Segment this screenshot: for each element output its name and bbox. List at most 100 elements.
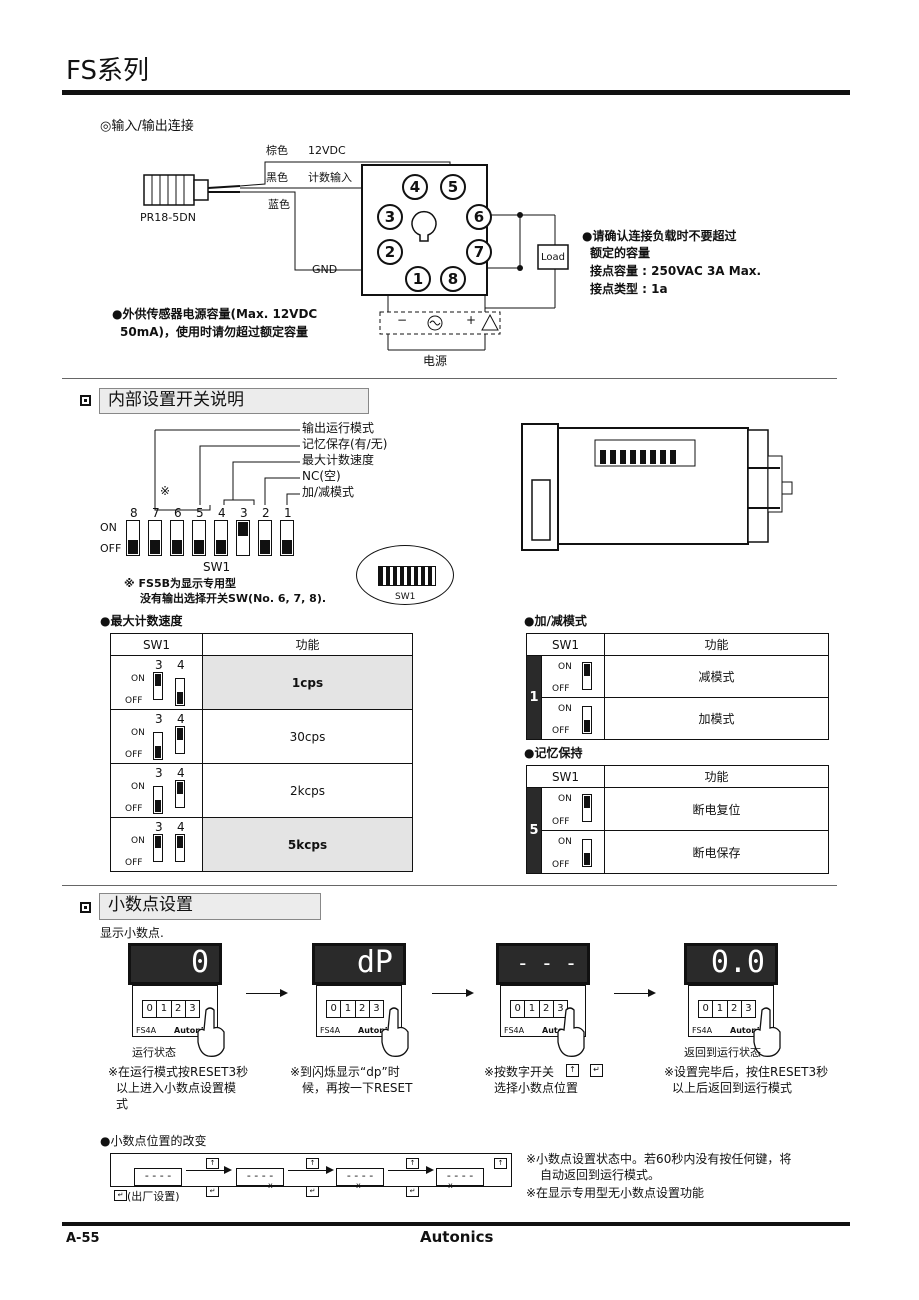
key-0[interactable]: 0 xyxy=(511,1001,526,1017)
enter-key-icon: ↵ xyxy=(406,1186,419,1197)
updown-table-title: ●加/减模式 xyxy=(524,614,587,628)
dp-note2: ※在显示专用型无小数点设置功能 xyxy=(526,1186,705,1200)
memory-col-sw: SW1 xyxy=(526,765,605,788)
dip-switch-5[interactable] xyxy=(192,520,206,556)
sw1-mini-oval xyxy=(356,545,454,605)
note-sensor-1: ●外供传感器电源容量(Max. 12VDC xyxy=(112,307,318,321)
key-0[interactable]: 0 xyxy=(143,1001,158,1017)
on-label: ON xyxy=(558,704,572,714)
speed-row3-sw: 3 4 ON OFF xyxy=(110,763,203,818)
key-3[interactable]: 3 xyxy=(373,1003,380,1014)
switch-section-title: 内部设置开关说明 xyxy=(99,388,369,414)
speed-switch-4 xyxy=(175,726,185,754)
off-label: OFF xyxy=(552,726,570,736)
speed-row1-func: 1cps xyxy=(202,655,413,710)
step1-line2: 以上进入小数点设置模 xyxy=(116,1081,237,1095)
speed-row2-func: 30cps xyxy=(202,709,413,764)
key-3[interactable]: 3 xyxy=(189,1003,196,1014)
dp-note1-line2: 自动返回到运行模式。 xyxy=(540,1168,661,1182)
on-label: ON xyxy=(558,794,572,804)
dip-switch-7[interactable] xyxy=(148,520,162,556)
updown-switch-up xyxy=(582,706,592,734)
dp-arrow xyxy=(388,1166,434,1174)
key-3[interactable]: 3 xyxy=(557,1003,564,1014)
updown-col-func: 功能 xyxy=(604,633,829,656)
wire-blue-label: 蓝色 xyxy=(268,198,290,211)
dip-switch-2[interactable] xyxy=(258,520,272,556)
up-key-icon: ↑ xyxy=(406,1158,419,1169)
switch-label-updown: 加/减模式 xyxy=(302,485,355,499)
step-arrow-2 xyxy=(432,989,474,997)
io-title: ◎输入/输出连接 xyxy=(100,119,194,134)
sensor-model: PR18-5DN xyxy=(140,211,196,224)
step-arrow-1 xyxy=(246,989,288,997)
key-2[interactable]: 2 xyxy=(172,1001,186,1017)
pin-5: 5 xyxy=(440,174,466,200)
key-2[interactable]: 2 xyxy=(728,1001,742,1017)
dip-num-7: 7 xyxy=(152,506,160,520)
speed-switch-4 xyxy=(175,834,185,862)
speed-switch-4 xyxy=(175,780,185,808)
memory-table-title: ●记忆保持 xyxy=(524,746,583,760)
dip-switch-6[interactable] xyxy=(170,520,184,556)
step4-line2: 以上后返回到运行模式 xyxy=(672,1081,793,1095)
speed-switch-4 xyxy=(175,678,185,706)
on-label: ON xyxy=(558,837,572,847)
io-wiring-diagram xyxy=(143,161,569,351)
speed-row2-sw: 3 4 ON OFF xyxy=(110,709,203,764)
dp-box-4: - - - - xyxy=(436,1168,484,1186)
sw-num-3: 3 xyxy=(155,712,163,726)
dp-note1-line1: ※小数点设置状态中。若60秒内没有按任何键，将 xyxy=(526,1152,792,1166)
dip-on-label: ON xyxy=(100,521,117,534)
keypad-4: 0 1 2 3 xyxy=(698,1000,756,1018)
dip-num-4: 4 xyxy=(218,506,226,520)
dp-section-title: 小数点设置 xyxy=(99,893,321,920)
header-rule xyxy=(62,90,850,95)
key-2[interactable]: 2 xyxy=(540,1001,554,1017)
speed-row3-func: 2kcps xyxy=(202,763,413,818)
up-key-icon: ↑ xyxy=(494,1158,507,1169)
switch-label-speed: 最大计数速度 xyxy=(302,453,375,467)
dp-subtitle: 显示小数点. xyxy=(100,926,164,940)
key-0[interactable]: 0 xyxy=(327,1001,342,1017)
key-1[interactable]: 1 xyxy=(525,1001,540,1017)
key-1[interactable]: 1 xyxy=(157,1001,172,1017)
switch-note-1: ※ FS5B为显示专用型 xyxy=(124,577,236,590)
enter-key-icon: ↵ xyxy=(590,1064,603,1077)
dip-num-2: 2 xyxy=(262,506,270,520)
dip-switch-1[interactable] xyxy=(280,520,294,556)
speed-row4-sw: 3 4 ON OFF xyxy=(110,817,203,872)
x-mark-3: x xyxy=(356,1181,361,1190)
speed-row4-func: 5kcps xyxy=(202,817,413,872)
pin-6: 6 xyxy=(466,204,492,230)
sw-num-4: 4 xyxy=(177,820,185,834)
memory-switch-reset xyxy=(582,794,592,822)
key-1[interactable]: 1 xyxy=(341,1001,356,1017)
memory-row1-func: 断电复位 xyxy=(604,787,829,831)
key-0[interactable]: 0 xyxy=(699,1001,714,1017)
memory-col-func: 功能 xyxy=(604,765,829,788)
section-marker-icon xyxy=(80,902,91,913)
pin-8: 8 xyxy=(440,266,466,292)
sw-num-4: 4 xyxy=(177,658,185,672)
divider-2 xyxy=(62,885,837,886)
sw-num-3: 3 xyxy=(155,658,163,672)
note-load-1: ●请确认连接负载时不要超过 xyxy=(582,229,737,243)
updown-row1-func: 减模式 xyxy=(604,655,829,698)
sw-num-4: 4 xyxy=(177,712,185,726)
dip-switch-3[interactable] xyxy=(236,520,250,556)
updown-table: SW1 功能 1 ON OFF 减模式 ON OFF 加模式 xyxy=(526,633,829,740)
pin-3: 3 xyxy=(377,204,403,230)
key-1[interactable]: 1 xyxy=(713,1001,728,1017)
step3-line2: 选择小数点位置 xyxy=(494,1081,579,1095)
dip-switch-8[interactable] xyxy=(126,520,140,556)
on-label: ON xyxy=(131,836,145,846)
enter-key-icon: ↵ xyxy=(114,1190,127,1201)
step4-line1: ※设置完毕后，按住RESET3秒 xyxy=(664,1065,829,1079)
section-marker-icon xyxy=(80,395,91,406)
switch-label-nc: NC(空) xyxy=(302,469,341,483)
key-2[interactable]: 2 xyxy=(356,1001,370,1017)
switch-label-output: 输出运行模式 xyxy=(302,421,375,435)
dip-switch-4[interactable] xyxy=(214,520,228,556)
key-3[interactable]: 3 xyxy=(745,1003,752,1014)
